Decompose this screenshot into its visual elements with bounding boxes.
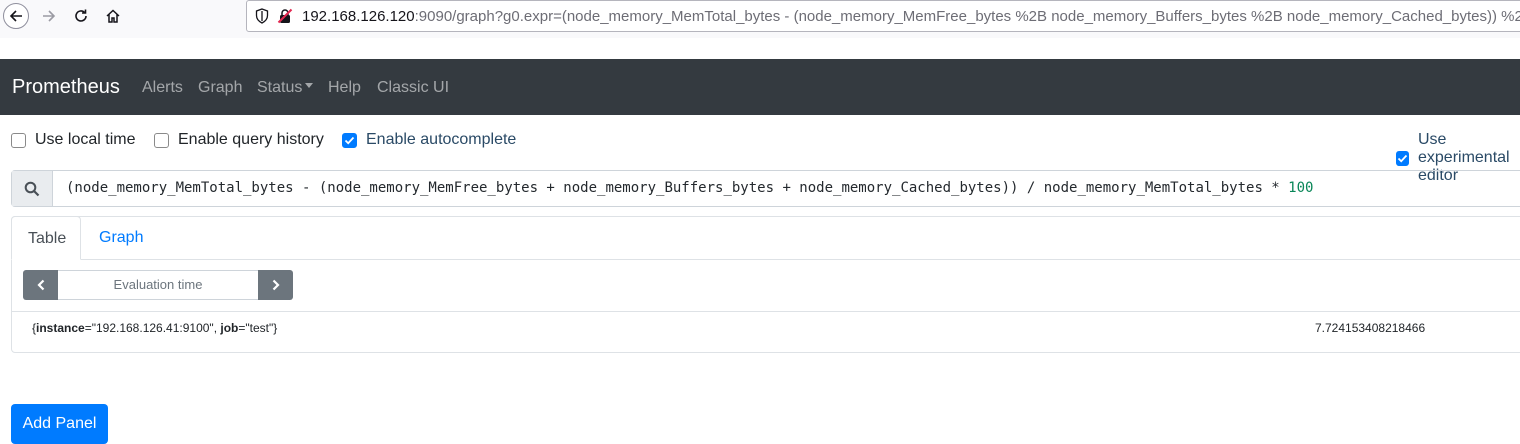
- shield-icon[interactable]: [255, 8, 269, 24]
- forward-button[interactable]: [36, 3, 62, 29]
- use-local-time-option[interactable]: Use local time: [11, 131, 135, 149]
- home-button[interactable]: [100, 3, 126, 29]
- expression-input-group: (node_memory_MemTotal_bytes - (node_memo…: [11, 170, 1520, 207]
- enable-query-history-checkbox[interactable]: [154, 132, 169, 148]
- nav-classic-ui[interactable]: Classic UI: [377, 79, 450, 96]
- chevron-right-icon: [272, 279, 280, 291]
- tab-graph[interactable]: Graph: [99, 229, 144, 246]
- evaluation-time-picker: Evaluation time: [23, 270, 293, 300]
- nav-help[interactable]: Help: [328, 79, 361, 96]
- nav-status-dropdown[interactable]: Status: [257, 79, 314, 97]
- checkmark-icon: [344, 136, 355, 144]
- search-addon: [12, 171, 53, 206]
- enable-query-history-option[interactable]: Enable query history: [154, 131, 324, 149]
- reload-icon: [75, 9, 87, 22]
- use-local-time-checkbox[interactable]: [11, 132, 26, 148]
- top-navbar: Prometheus Alerts Graph Status Help Clas…: [0, 59, 1520, 115]
- search-icon: [24, 181, 40, 196]
- url-host: 192.168.126.120: [302, 7, 415, 25]
- enable-autocomplete-option[interactable]: Enable autocomplete: [342, 131, 516, 149]
- label-value: "192.168.126.41:9100": [91, 321, 214, 335]
- brand-logo[interactable]: Prometheus: [12, 75, 120, 98]
- add-panel-button[interactable]: Add Panel: [11, 404, 108, 444]
- use-local-time-label: Use local time: [35, 131, 136, 148]
- chevron-left-icon: [36, 279, 44, 291]
- label-value: "test": [245, 321, 274, 335]
- use-experimental-editor-option[interactable]: Use experimental editor: [1396, 131, 1520, 185]
- nav-status-label: Status: [257, 79, 303, 96]
- url-path: :9090/graph?g0.expr=(node_memory_MemTota…: [414, 7, 1520, 25]
- browser-toolbar: 192.168.126.120:9090/graph?g0.expr=(node…: [0, 0, 1520, 38]
- insecure-lock-icon[interactable]: [277, 7, 293, 25]
- tab-table[interactable]: Table: [11, 216, 81, 260]
- checkmark-icon: [1397, 154, 1408, 162]
- label-key: job: [220, 321, 239, 335]
- panel-tabs: Table Graph: [11, 216, 1520, 260]
- arrow-left-icon: [9, 10, 22, 22]
- expression-input[interactable]: (node_memory_MemTotal_bytes - (node_memo…: [66, 171, 1313, 206]
- eval-next-button[interactable]: [258, 270, 293, 300]
- enable-query-history-label: Enable query history: [178, 131, 324, 148]
- home-icon: [106, 9, 120, 23]
- evaluation-time-input[interactable]: Evaluation time: [58, 270, 258, 300]
- enable-autocomplete-checkbox[interactable]: [342, 132, 357, 148]
- nav-graph[interactable]: Graph: [198, 79, 243, 96]
- use-experimental-editor-checkbox[interactable]: [1396, 150, 1409, 166]
- expression-number: 100: [1288, 180, 1314, 196]
- arrow-right-icon: [43, 10, 56, 22]
- reload-button[interactable]: [68, 3, 94, 29]
- label-key: instance: [36, 321, 85, 335]
- series-value: 7.724153408218466: [1315, 321, 1426, 335]
- address-bar[interactable]: 192.168.126.120:9090/graph?g0.expr=(node…: [246, 0, 1520, 32]
- eval-prev-button[interactable]: [23, 270, 58, 300]
- query-panel: Table Graph Evaluation time {instance="1…: [11, 216, 1520, 353]
- caret-down-icon: [305, 83, 314, 89]
- nav-alerts[interactable]: Alerts: [142, 79, 183, 96]
- use-experimental-editor-label: Use experimental editor: [1418, 131, 1510, 184]
- enable-autocomplete-label: Enable autocomplete: [366, 131, 517, 148]
- back-button[interactable]: [3, 3, 29, 29]
- series-labels: {instance="192.168.126.41:9100", job="te…: [32, 321, 278, 335]
- expression-text: (node_memory_MemTotal_bytes - (node_memo…: [66, 180, 1289, 196]
- table-row: {instance="192.168.126.41:9100", job="te…: [12, 311, 1520, 344]
